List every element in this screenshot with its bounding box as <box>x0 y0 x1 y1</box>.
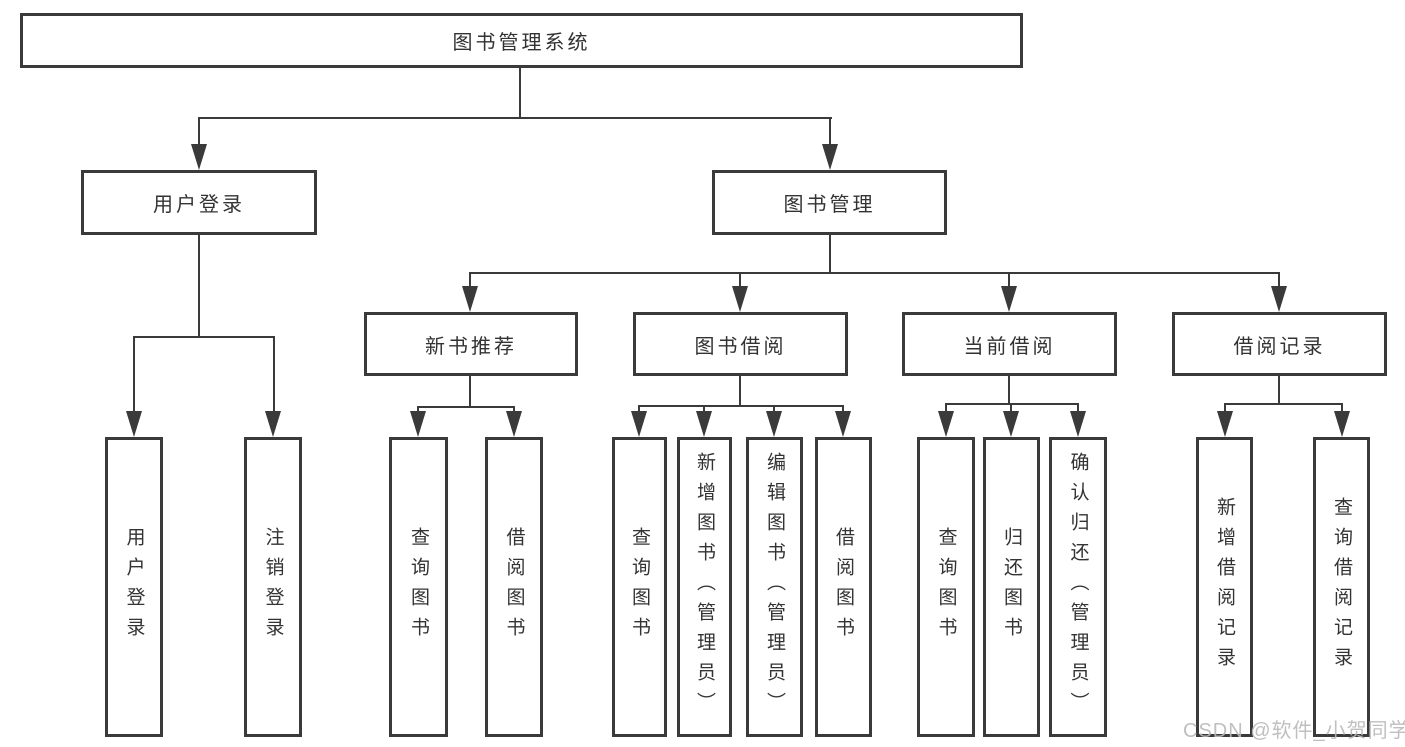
leaf-records-query-record-label: 查询借阅记录 <box>1331 497 1352 677</box>
node-new-book-recommend: 新书推荐 <box>364 312 578 376</box>
node-new-book-recommend-label: 新书推荐 <box>425 335 517 358</box>
arrow-down-icon <box>1001 286 1017 312</box>
leaf-recommend-borrow-books-label: 借阅图书 <box>503 527 525 647</box>
leaf-borrow-borrow-books: 借阅图书 <box>815 437 872 737</box>
leaf-user-login: 用户登录 <box>105 437 163 737</box>
connector-vline <box>703 405 705 413</box>
connector-vline <box>273 338 275 413</box>
leaf-recommend-query-books: 查询图书 <box>389 437 448 737</box>
connector-vline <box>638 405 640 413</box>
leaf-recommend-borrow-books: 借阅图书 <box>485 437 543 737</box>
watermark: CSDN @软件_小贺同学 <box>1183 720 1405 742</box>
arrow-down-icon <box>462 286 478 312</box>
arrow-down-icon <box>506 411 522 437</box>
connector-vline <box>1278 376 1280 405</box>
arrow-down-icon <box>1271 286 1287 312</box>
arrow-down-icon <box>631 411 647 437</box>
leaf-borrow-add-books-admin-label: 新增图书（管理员） <box>694 452 715 722</box>
connector-vline <box>513 406 515 414</box>
connector-vline <box>519 68 521 117</box>
connector-vline <box>829 119 831 146</box>
arrow-down-icon <box>732 286 748 312</box>
connector-vline <box>739 376 741 407</box>
connector-vline <box>133 338 135 413</box>
arrow-down-icon <box>1334 411 1350 437</box>
node-book-borrow: 图书借阅 <box>633 312 848 376</box>
connector-hline <box>133 336 275 338</box>
arrow-down-icon <box>835 411 851 437</box>
arrow-down-icon <box>822 144 838 170</box>
leaf-current-confirm-return-admin: 确认归还（管理员） <box>1049 437 1107 737</box>
connector-vline <box>417 406 419 414</box>
connector-vline <box>198 119 200 146</box>
leaf-borrow-edit-books-admin-label: 编辑图书（管理员） <box>764 452 785 722</box>
connector-vline <box>1008 274 1010 288</box>
leaf-recommend-query-books-label: 查询图书 <box>408 527 429 647</box>
connector-hline <box>946 403 1078 405</box>
connector-vline <box>739 274 741 288</box>
node-current-borrow: 当前借阅 <box>902 312 1117 376</box>
connector-vline <box>198 235 200 338</box>
arrow-down-icon <box>938 411 954 437</box>
arrow-down-icon <box>1003 411 1019 437</box>
leaf-borrow-borrow-books-label: 借阅图书 <box>833 527 854 647</box>
arrow-down-icon <box>265 411 281 437</box>
node-book-borrow-label: 图书借阅 <box>694 335 787 358</box>
leaf-borrow-add-books-admin: 新增图书（管理员） <box>677 437 732 737</box>
arrow-down-icon <box>1070 411 1086 437</box>
leaf-borrow-query-books-label: 查询图书 <box>629 527 650 647</box>
leaf-logout: 注销登录 <box>244 437 302 737</box>
node-current-borrow-label: 当前借阅 <box>963 335 1056 358</box>
node-borrow-records-label: 借阅记录 <box>1233 335 1326 358</box>
connector-vline <box>1341 403 1343 411</box>
node-borrow-records: 借阅记录 <box>1172 312 1387 376</box>
arrow-down-icon <box>1217 411 1233 437</box>
connector-vline <box>1224 403 1226 411</box>
leaf-current-query-books: 查询图书 <box>917 437 975 737</box>
connector-vline <box>469 376 471 408</box>
node-library-system: 图书管理系统 <box>20 13 1023 68</box>
connector-hline <box>639 405 844 407</box>
connector-hline <box>198 117 832 119</box>
arrow-down-icon <box>191 144 207 170</box>
connector-hline <box>1224 403 1342 405</box>
leaf-borrow-edit-books-admin: 编辑图书（管理员） <box>746 437 803 737</box>
leaf-user-login-label: 用户登录 <box>123 527 145 647</box>
connector-vline <box>1010 403 1012 411</box>
leaf-borrow-query-books: 查询图书 <box>612 437 667 737</box>
leaf-current-return-books: 归还图书 <box>983 437 1040 737</box>
leaf-records-query-record: 查询借阅记录 <box>1313 437 1370 737</box>
leaf-current-return-books-label: 归还图书 <box>1001 527 1022 647</box>
node-library-system-label: 图书管理系统 <box>452 32 591 54</box>
connector-vline <box>773 405 775 413</box>
connector-vline <box>1077 403 1079 411</box>
arrow-down-icon <box>410 411 426 437</box>
leaf-current-confirm-return-admin-label: 确认归还（管理员） <box>1067 452 1089 722</box>
node-user-login-label: 用户登录 <box>153 194 245 216</box>
connector-hline <box>469 272 1280 274</box>
connector-vline <box>829 235 831 274</box>
leaf-current-query-books-label: 查询图书 <box>935 527 957 647</box>
arrow-down-icon <box>766 411 782 437</box>
node-book-management-label: 图书管理 <box>783 194 876 216</box>
node-user-login: 用户登录 <box>81 170 317 235</box>
connector-vline <box>945 403 947 411</box>
leaf-records-add-record-label: 新增借阅记录 <box>1214 497 1235 677</box>
connector-vline <box>469 274 471 288</box>
leaf-records-add-record: 新增借阅记录 <box>1196 437 1253 737</box>
node-book-management: 图书管理 <box>712 170 947 235</box>
arrow-down-icon <box>126 411 142 437</box>
connector-vline <box>1278 274 1280 288</box>
connector-hline <box>418 406 515 408</box>
leaf-logout-label: 注销登录 <box>262 527 284 647</box>
connector-vline <box>1008 376 1010 405</box>
arrow-down-icon <box>696 411 712 437</box>
connector-vline <box>842 405 844 413</box>
